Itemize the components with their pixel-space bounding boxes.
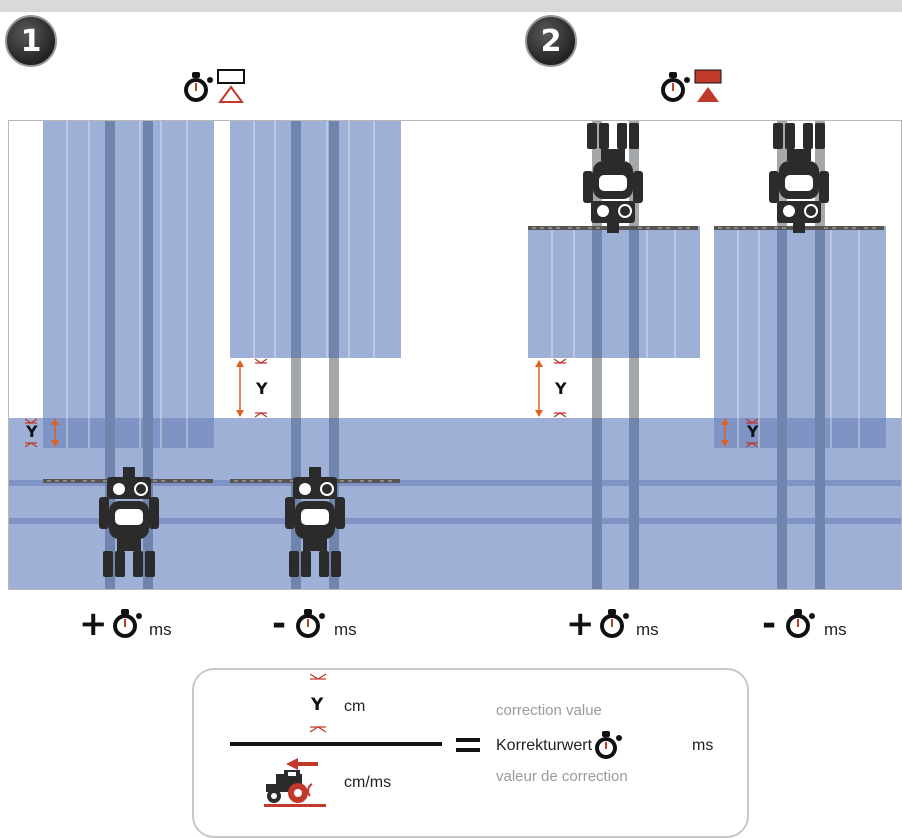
scenario-label-1: + ms [79, 604, 219, 646]
scenario-label-2: - ms [272, 604, 412, 646]
step-badge-icon [525, 15, 577, 67]
formula-graphics [230, 673, 622, 807]
stopwatch-outlined-section-icon [184, 69, 245, 103]
y-marker-label: Y [26, 422, 38, 441]
top-bar [0, 0, 902, 12]
formula-numerator-unit: cm [344, 698, 366, 715]
formula-label-fr: valeur de correction [496, 768, 628, 785]
scenario-label-3: + ms [566, 604, 706, 646]
field-diagram-canvas [9, 121, 901, 589]
plus-sign: + [79, 604, 108, 644]
unit-ms: ms [334, 620, 357, 639]
step-badge-icon [5, 15, 57, 67]
stopwatch-icon [595, 731, 622, 759]
unit-ms: ms [636, 620, 659, 639]
tractor-speed-icon [264, 770, 326, 807]
stopwatch-icon [113, 609, 142, 638]
minus-sign: - [762, 604, 777, 644]
scenario-label-4: - ms [762, 604, 892, 646]
step-1-badge: 1 [4, 14, 58, 68]
stopwatch-filled-section-icon [661, 69, 722, 102]
plus-sign: + [566, 604, 595, 644]
minus-sign: - [272, 604, 287, 644]
formula-denominator-unit: cm/ms [344, 774, 392, 791]
applied-strip-2a [528, 226, 700, 358]
formula-y-symbol: Y [311, 695, 324, 715]
unit-ms: ms [824, 620, 847, 639]
applied-strip-2b [714, 226, 886, 448]
stopwatch-icon [600, 609, 629, 638]
field-diagram: Y Y Y Y [8, 120, 902, 590]
formula-label-en: correction value [496, 702, 602, 719]
applied-strip-1a [43, 121, 214, 448]
applied-strip-1b [230, 121, 401, 358]
y-marker-label: Y [256, 379, 268, 398]
step-1-number: 1 [20, 23, 42, 59]
formula-result-unit: ms [692, 737, 714, 754]
step-2-badge: 2 [524, 14, 578, 68]
formula-box: Y cm cm/ms correction value Korrekturwer… [192, 668, 749, 838]
y-marker-label: Y [747, 422, 759, 441]
stopwatch-icon [296, 609, 325, 638]
formula-label-de: Korrekturwert [496, 737, 593, 754]
unit-ms: ms [149, 620, 172, 639]
y-marker-label: Y [555, 379, 567, 398]
step-2-number: 2 [540, 23, 562, 59]
stopwatch-icon [786, 609, 815, 638]
